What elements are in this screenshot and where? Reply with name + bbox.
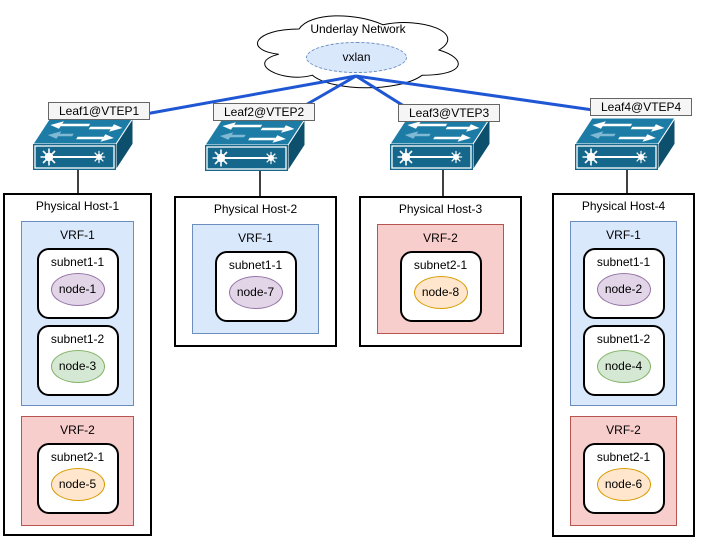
node-ellipse: node-6 [596,468,651,501]
host-3-vrf-2: VRF-2 subnet2-1 node-8 [377,224,504,334]
subnet-box: subnet1-2 node-4 [582,325,665,396]
host-3-title: Physical Host-3 [398,202,483,216]
leaf2-switch-icon [205,119,305,171]
vxlan-ellipse: vxlan [306,42,407,73]
subnet-box: subnet1-1 node-7 [214,251,297,322]
subnet-title: subnet2-1 [413,258,468,272]
node-ellipse: node-3 [50,350,105,383]
node-ellipse: node-5 [50,468,105,501]
node-ellipse: node-1 [50,273,105,306]
leaf1-switch-icon [33,118,133,170]
subnet-title: subnet1-2 [596,332,651,346]
host-1-vrf-2: VRF-2 subnet2-1 node-5 [21,416,134,526]
underlay-network-label: Underlay Network [310,22,406,36]
node-ellipse: node-8 [413,276,468,309]
physical-host-4: Physical Host-4 VRF-1 subnet1-1 node-2 s… [552,193,695,537]
subnet-box: subnet2-1 node-5 [36,443,119,514]
subnet-title: subnet1-1 [596,255,651,269]
subnet-title: subnet1-2 [50,332,105,346]
subnet-title: subnet2-1 [50,450,105,464]
node-ellipse: node-2 [596,273,651,306]
subnet-box: subnet2-1 node-6 [582,443,665,514]
host-2-title: Physical Host-2 [213,202,298,216]
host-1-vrf-1: VRF-1 subnet1-1 node-1 subnet1-2 node-3 [21,221,134,406]
host-1-title: Physical Host-1 [35,199,120,213]
node-ellipse: node-4 [596,350,651,383]
underlay-link-leaf4 [355,74,601,113]
leaf4-switch-icon [575,118,675,170]
subnet-title: subnet1-1 [50,255,105,269]
physical-host-2: Physical Host-2 VRF-1 subnet1-1 node-7 [174,196,337,347]
vrf-title: VRF-2 [423,231,458,245]
leaf2-vtep2-label: Leaf2@VTEP2 [213,103,316,121]
node-ellipse: node-7 [228,276,283,309]
vrf-title: VRF-1 [238,231,273,245]
vrf-title: VRF-1 [60,228,95,242]
subnet-title: subnet1-1 [228,258,283,272]
physical-host-1: Physical Host-1 VRF-1 subnet1-1 node-1 s… [3,193,152,536]
host-4-vrf-1: VRF-1 subnet1-1 node-2 subnet1-2 node-4 [570,221,677,406]
subnet-box: subnet1-1 node-1 [36,248,119,319]
leaf4-vtep4-label: Leaf4@VTEP4 [590,98,693,116]
host-4-vrf-2: VRF-2 subnet2-1 node-6 [570,416,677,526]
physical-host-3: Physical Host-3 VRF-2 subnet2-1 node-8 [359,196,522,347]
leaf3-vtep3-label: Leaf3@VTEP3 [398,104,501,122]
vrf-title: VRF-2 [60,423,95,437]
subnet-box: subnet1-1 node-2 [582,248,665,319]
vrf-title: VRF-2 [606,423,641,437]
leaf1-vtep1-label: Leaf1@VTEP1 [48,102,151,120]
subnet-box: subnet1-2 node-3 [36,325,119,396]
host-2-vrf-1: VRF-1 subnet1-1 node-7 [192,224,319,334]
leaf3-switch-icon [390,118,490,170]
vrf-title: VRF-1 [606,228,641,242]
host-4-title: Physical Host-4 [581,199,666,213]
subnet-box: subnet2-1 node-8 [399,251,482,322]
subnet-title: subnet2-1 [596,450,651,464]
